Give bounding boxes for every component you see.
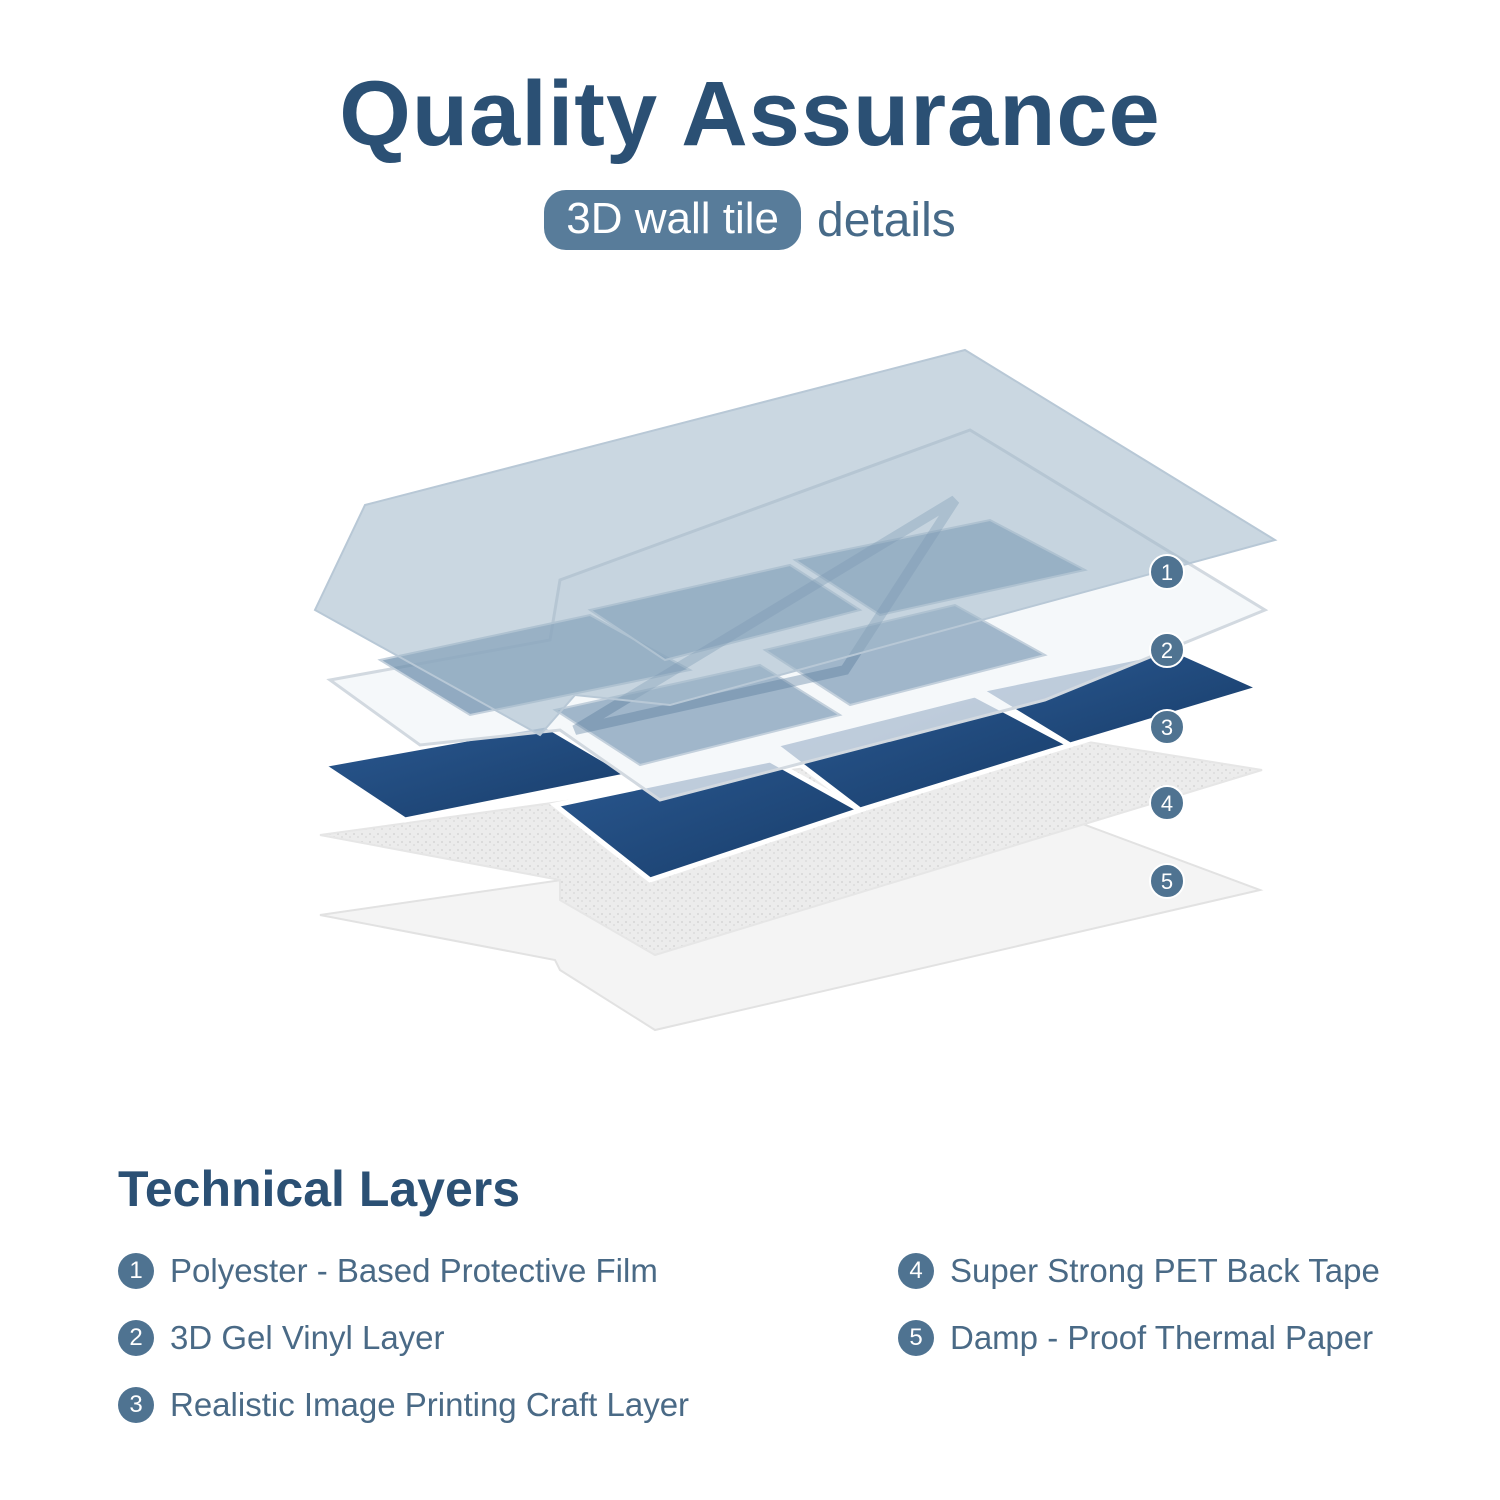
layer-list-item-4: 4 Super Strong PET Back Tape <box>898 1252 1380 1290</box>
badge-4 <box>1149 785 1185 821</box>
diagram-badges: 1 2 3 4 5 <box>1149 554 1185 899</box>
badge-2-number: 2 <box>1161 638 1173 663</box>
badge-4-number: 4 <box>1161 791 1173 816</box>
badge-3-number: 3 <box>1161 715 1173 740</box>
layer-list-item-2: 2 3D Gel Vinyl Layer <box>118 1319 445 1357</box>
subtitle: 3D wall tile details <box>0 190 1500 250</box>
layer-list-item-1: 1 Polyester - Based Protective Film <box>118 1252 658 1290</box>
badge-2 <box>1149 632 1185 668</box>
layer-3-printed-tiles <box>315 647 1268 883</box>
badge-1-number: 1 <box>1161 560 1173 585</box>
layer-label: 3D Gel Vinyl Layer <box>170 1319 445 1356</box>
product-pill: 3D wall tile <box>544 190 801 250</box>
layer-list-item-3: 3 Realistic Image Printing Craft Layer <box>118 1386 689 1424</box>
subtitle-text: details <box>817 193 956 247</box>
technical-layers-title: Technical Layers <box>118 1161 521 1217</box>
number-icon: 3 <box>118 1387 154 1423</box>
layer-1-protective-film <box>313 348 1278 737</box>
number-icon: 5 <box>898 1320 934 1356</box>
number-icon: 4 <box>898 1253 934 1289</box>
number-icon: 2 <box>118 1320 154 1356</box>
badge-5 <box>1149 863 1185 899</box>
number-icon: 1 <box>118 1253 154 1289</box>
layer-label: Realistic Image Printing Craft Layer <box>170 1386 690 1423</box>
layer-label: Damp - Proof Thermal Paper <box>950 1319 1374 1356</box>
layer-diagram: 1 2 3 4 5 <box>313 348 1278 1032</box>
badge-5-number: 5 <box>1161 869 1173 894</box>
badge-1 <box>1149 554 1185 590</box>
layer-label: Super Strong PET Back Tape <box>950 1252 1380 1289</box>
layer-list-item-5: 5 Damp - Proof Thermal Paper <box>898 1319 1373 1357</box>
layer-label: Polyester - Based Protective Film <box>170 1252 658 1289</box>
badge-3 <box>1149 709 1185 745</box>
page-title: Quality Assurance <box>339 63 1161 165</box>
